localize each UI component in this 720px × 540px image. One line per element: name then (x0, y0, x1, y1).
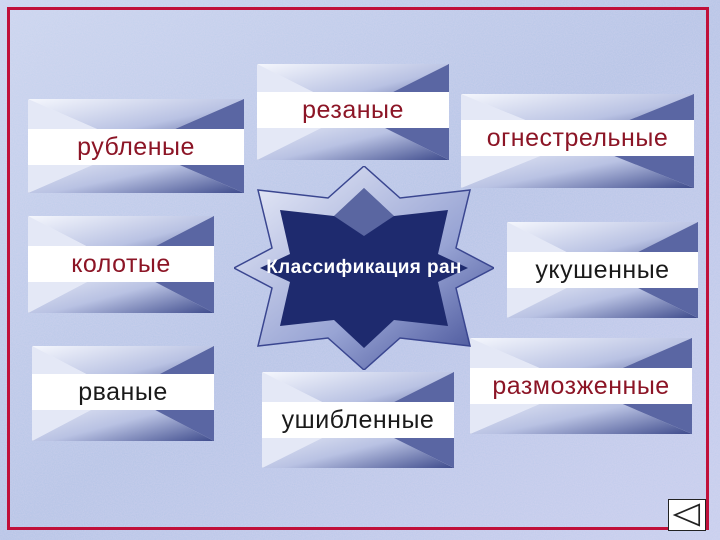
center-title: Классификация ран (266, 257, 462, 278)
card-ognestrelnye: огнестрельные (461, 94, 694, 188)
card-label: рваные (32, 374, 214, 410)
card-ushiblennye: ушибленные (262, 372, 454, 468)
card-label: укушенные (507, 252, 698, 288)
card-rvanye: рваные (32, 346, 214, 441)
card-label: размозженные (470, 368, 692, 404)
card-rublenye: рубленые (28, 99, 244, 193)
card-label: огнестрельные (461, 120, 694, 156)
card-ukushennye: укушенные (507, 222, 698, 318)
card-label: резаные (257, 92, 449, 128)
center-star-shape (234, 166, 494, 370)
card-kolotye: колотые (28, 216, 214, 313)
card-label: рубленые (28, 129, 244, 165)
slide-border (7, 7, 709, 530)
card-rezanye: резаные (257, 64, 449, 160)
envelope-icon (470, 338, 692, 434)
card-razmozhennye: размозженные (470, 338, 692, 434)
nav-back-button[interactable] (668, 499, 706, 531)
back-triangle-icon (672, 503, 701, 527)
card-label: ушибленные (262, 402, 454, 438)
card-label: колотые (28, 246, 214, 282)
